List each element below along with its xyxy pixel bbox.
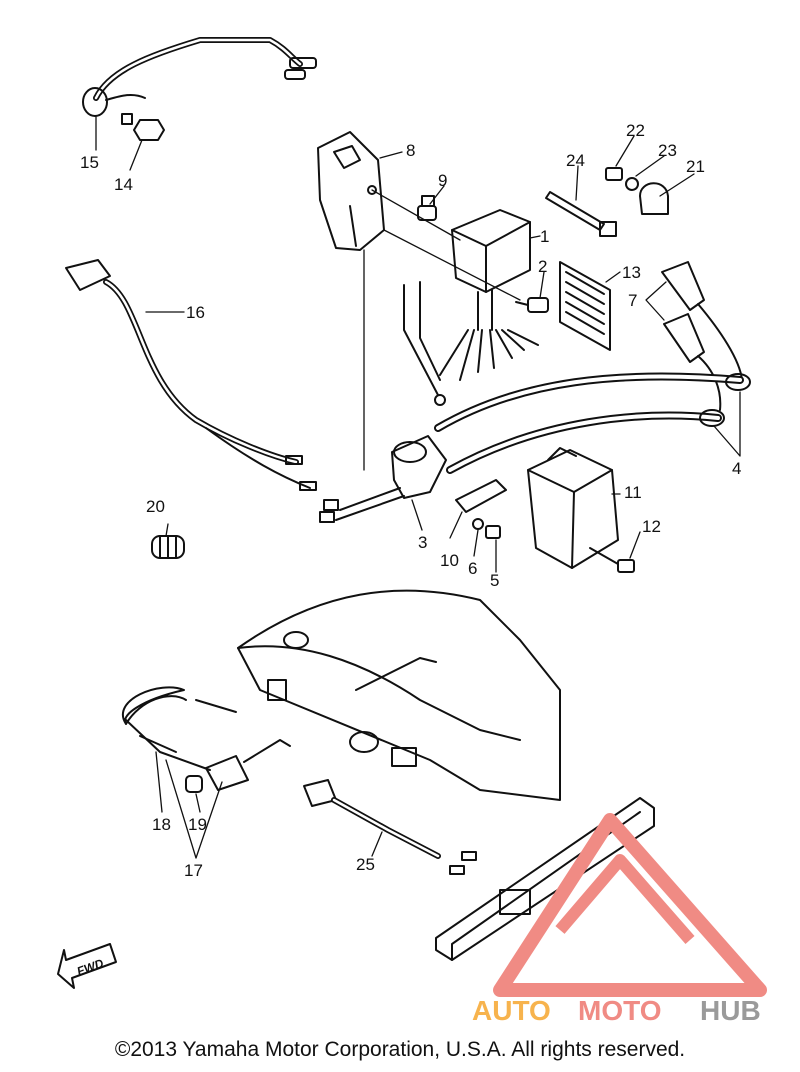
part-3-ignition-coil: [319, 435, 447, 523]
callout-8: 8: [406, 141, 415, 160]
watermark-logo: [493, 813, 767, 997]
callout-22: 22: [626, 121, 645, 140]
callout-17: 17: [184, 861, 203, 880]
callout-11: 11: [624, 483, 642, 502]
part-12-screw: [589, 547, 635, 573]
part-23-washer: [625, 177, 639, 191]
part-22-bolt: [605, 167, 623, 181]
callout-10: 10: [440, 551, 459, 570]
part-6-washer: [472, 518, 484, 530]
callout-7: 7: [628, 291, 637, 310]
part-15-cable: [82, 37, 317, 117]
callout-labels: 1 2 3 4 5 6 7 8 9 10 11 12 13 14 15 16 1…: [80, 121, 741, 880]
part-9-bolt: [417, 195, 437, 221]
callout-16: 16: [186, 303, 205, 322]
callout-18: 18: [152, 815, 171, 834]
leader-lines: [95, 115, 741, 859]
part-10-plate: [455, 479, 507, 513]
watermark-text-moto: MOTO: [578, 995, 661, 1026]
callout-3: 3: [418, 533, 427, 552]
callout-13: 13: [622, 263, 641, 282]
callout-9: 9: [438, 171, 447, 190]
callout-1: 1: [540, 227, 549, 246]
callout-23: 23: [658, 141, 677, 160]
part-13-terminal-block: [559, 261, 611, 351]
callout-14: 14: [114, 175, 133, 194]
part-21-clamp: [639, 182, 669, 215]
callout-25: 25: [356, 855, 375, 874]
part-14-sensor: [121, 113, 165, 141]
callout-24: 24: [566, 151, 585, 170]
callout-4: 4: [732, 459, 741, 478]
part-16-harness: [65, 259, 317, 491]
part-5-bolt: [485, 525, 501, 539]
copyright-notice: ©2013 Yamaha Motor Corporation, U.S.A. A…: [114, 1038, 686, 1061]
watermark-text-auto: AUTO: [472, 995, 551, 1026]
part-1-cdi-unit: [403, 209, 539, 406]
fwd-arrow: FWD: [57, 943, 117, 989]
part-7-plug-caps: [661, 261, 743, 411]
part-11-cover: [527, 447, 619, 569]
part-24-cable-tie: [545, 191, 617, 237]
part-4-leads: [434, 372, 751, 474]
watermark-text-hub: HUB: [700, 995, 761, 1026]
callout-6: 6: [468, 559, 477, 578]
callout-15: 15: [80, 153, 99, 172]
callout-12: 12: [642, 517, 661, 536]
callout-21: 21: [686, 157, 705, 176]
part-19-cap: [185, 775, 203, 793]
guide-lines: [363, 189, 521, 471]
callout-19: 19: [188, 815, 207, 834]
part-20-grommet: [151, 535, 185, 559]
part-18-lanyard: [122, 686, 237, 771]
callout-5: 5: [490, 571, 499, 590]
bottom-cowling: [237, 589, 561, 801]
part-2-bolt: [515, 297, 549, 313]
callout-2: 2: [538, 257, 547, 276]
callout-20: 20: [146, 497, 165, 516]
part-17-stop-switch: [205, 739, 291, 791]
part-25-neutral-switch: [303, 779, 477, 875]
